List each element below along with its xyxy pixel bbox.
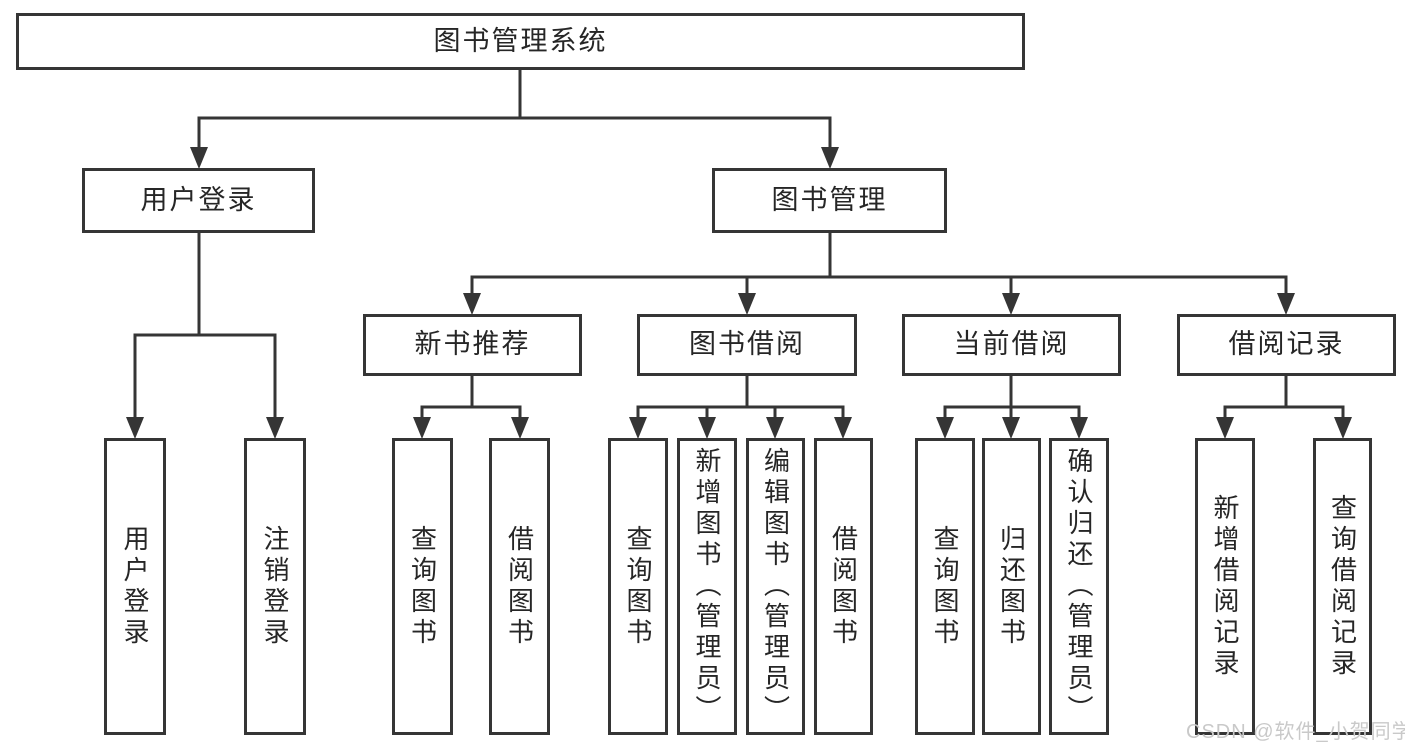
csdn-watermark: CSDN @软件_小贺同学 bbox=[1186, 721, 1405, 743]
leaf-recommend-borrow-books: 借阅图书 bbox=[489, 438, 550, 735]
leaf-records-add-record: 新增借阅记录 bbox=[1195, 438, 1255, 735]
leaf-logout: 注销登录 bbox=[244, 438, 306, 735]
arrowheads bbox=[126, 147, 1352, 439]
node-system-root: 图书管理系统 bbox=[16, 13, 1025, 70]
leaf-user-login: 用户登录 bbox=[104, 438, 166, 735]
leaf-recommend-query-books: 查询图书 bbox=[392, 438, 453, 735]
node-book-borrow: 图书借阅 bbox=[637, 314, 857, 376]
leaf-records-query-record: 查询借阅记录 bbox=[1313, 438, 1372, 735]
node-current-borrow: 当前借阅 bbox=[902, 314, 1121, 376]
node-user-login: 用户登录 bbox=[82, 168, 315, 233]
node-borrow-records: 借阅记录 bbox=[1177, 314, 1396, 376]
leaf-borrow-query-books: 查询图书 bbox=[608, 438, 668, 735]
leaf-current-confirm-return-admin: 确认归还（管理员） bbox=[1049, 438, 1109, 735]
leaf-borrow-add-books-admin: 新增图书（管理员） bbox=[677, 438, 737, 735]
node-book-management: 图书管理 bbox=[712, 168, 947, 233]
leaf-borrow-edit-books-admin: 编辑图书（管理员） bbox=[746, 438, 805, 735]
leaf-current-query-books: 查询图书 bbox=[915, 438, 975, 735]
node-new-book-recommend: 新书推荐 bbox=[363, 314, 582, 376]
leaf-borrow-borrow-books: 借阅图书 bbox=[814, 438, 873, 735]
leaf-current-return-books: 归还图书 bbox=[982, 438, 1041, 735]
